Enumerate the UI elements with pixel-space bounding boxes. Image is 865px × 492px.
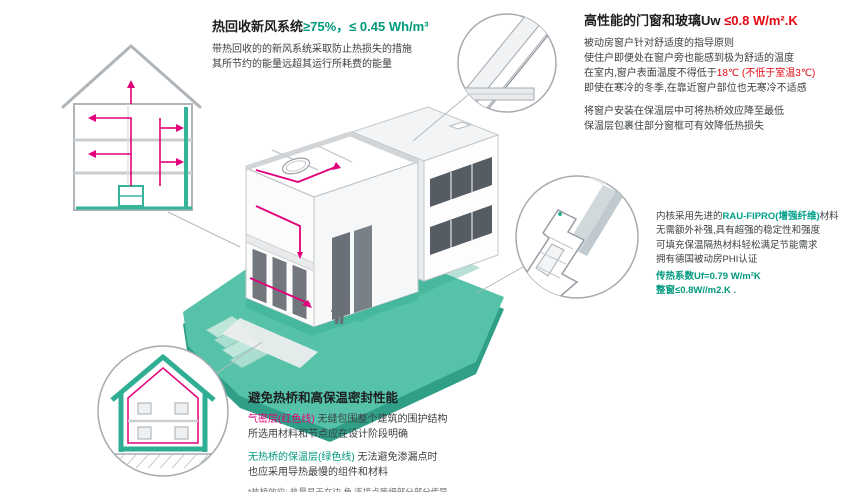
profile-block: 内核采用先进的RAU-FIPRO(增强纤维)材料 无需额外补强,具有超强的稳定性… bbox=[656, 210, 839, 299]
leader-lines bbox=[167, 94, 524, 374]
house-windows bbox=[137, 402, 189, 440]
window-profile-circle bbox=[515, 175, 639, 299]
airtight-layer-label: 气密层(红色线) bbox=[248, 414, 315, 425]
thermal-line-1: 气密层(红色线) 无缝包围整个建筑的围护结构 bbox=[248, 412, 448, 427]
glass-doors bbox=[251, 247, 308, 321]
windows-title: 高性能的门窗和玻璃Uw ≤0.8 W/m².K bbox=[584, 10, 815, 29]
windows-line-1: 被动房窗户针对舒适度的指导原则 bbox=[584, 38, 734, 49]
airtight-layer-text: 无缝包围整个建筑的围护结构 bbox=[314, 414, 448, 425]
main-house-illustration bbox=[244, 106, 500, 337]
airflow-ducts-red bbox=[96, 86, 176, 186]
windows-temp-value: 18℃ bbox=[716, 68, 740, 79]
profile-line-3: 可填充保温隔热材料轻松满足节能需求 bbox=[656, 239, 818, 251]
heat-recovery-body: 带热回收的的新风系统采取防止热损失的措施 其所节约的能量远超其运行所耗费的能量 bbox=[212, 42, 429, 72]
thermal-bridge-block: 避免热桥和高保温密封性能 气密层(红色线) 无缝包围整个建筑的围护结构 所选用材… bbox=[248, 387, 448, 492]
spacer bbox=[248, 442, 448, 450]
heat-recovery-block: 热回收新风系统≥75%，≤ 0.45 Wh/m³ 带热回收的的新风系统采取防止热… bbox=[212, 16, 429, 72]
thermal-line-4: 也应采用导热最慢的组件和材料 bbox=[248, 467, 388, 478]
window-bands bbox=[430, 157, 492, 255]
insulation-layer-label: 无热桥的保温层(绿色线) bbox=[248, 452, 355, 463]
heat-recovery-title: 热回收新风系统≥75%，≤ 0.45 Wh/m³ bbox=[212, 16, 429, 35]
windows-line-6: 保温层包裹住部分窗框可有效降低热损失 bbox=[584, 121, 764, 132]
windows-body: 被动房窗户针对舒适度的指导原则 使住户即便处在窗户旁也能感到极为舒适的温度 在室… bbox=[584, 36, 815, 134]
profile-whole-window-value: 整窗≤0.8W//m2.K . bbox=[656, 285, 737, 297]
window-corner-detail-circle bbox=[457, 13, 557, 113]
thermal-line-3: 无热桥的保温层(绿色线) 无法避免渗漏点时 bbox=[248, 450, 448, 465]
section-house bbox=[61, 43, 202, 211]
windows-line-3: 在室内,窗户表面温度不得低于18℃ (不低于室温3℃) bbox=[584, 66, 815, 81]
heat-recovery-title-text: 热回收新风系统 bbox=[212, 19, 304, 34]
windows-line-5: 将窗户安装在保温层中可将热桥效应降至最低 bbox=[584, 106, 784, 117]
heat-recovery-title-value: ≥75%，≤ 0.45 Wh/m³ bbox=[303, 19, 429, 34]
duct-arrows bbox=[297, 162, 341, 308]
ventilation-ducts bbox=[249, 165, 339, 305]
insulation-layer-green bbox=[110, 354, 216, 452]
windows-temp-pre: 在室内,窗户表面温度不得低于 bbox=[584, 68, 717, 79]
windows-block: 高性能的门窗和玻璃Uw ≤0.8 W/m².K 被动房窗户针对舒适度的指导原则 … bbox=[584, 10, 815, 134]
bathtub bbox=[281, 157, 311, 175]
thermal-footnote: *热桥效应: 热量易于在边,角,连接点等细部分部分传导 bbox=[248, 487, 448, 492]
person-figure bbox=[331, 289, 347, 324]
airflow-arrows bbox=[88, 80, 184, 166]
house-cutaway-wing bbox=[244, 131, 420, 337]
profile-core-post: 材料 bbox=[819, 211, 839, 222]
heat-recovery-line-1: 带热回收的的新风系统采取防止热损失的措施 bbox=[212, 44, 412, 55]
windows-temp-note: (不低于室温3℃) bbox=[741, 68, 816, 79]
terrace bbox=[222, 318, 318, 368]
profile-u-value: 传热系数Uf=0.79 W/m²K bbox=[656, 271, 761, 282]
insulation-layer-text: 无法避免渗漏点时 bbox=[354, 452, 438, 463]
windows-line-4: 即使在寒冷的冬季,在靠近窗户部位也无寒冷不适感 bbox=[584, 83, 807, 94]
profile-core-pre: 内核采用先进的 bbox=[656, 211, 723, 222]
spacer bbox=[584, 96, 815, 104]
thermal-title: 避免热桥和高保温密封性能 bbox=[248, 391, 399, 405]
insulated-house-circle bbox=[97, 345, 229, 477]
profile-line-4: 拥有德国被动房PHI认证 bbox=[656, 253, 758, 265]
heat-recovery-line-2: 其所节约的能量远超其运行所耗费的能量 bbox=[212, 59, 392, 70]
profile-line-2: 无需额外补强,具有超强的稳定性和强度 bbox=[656, 225, 821, 237]
windows-line-2: 使住户即便处在窗户旁也能感到极为舒适的温度 bbox=[584, 53, 794, 64]
windows-title-text: 高性能的门窗和玻璃Uw bbox=[584, 13, 725, 28]
thermal-line-2: 所选用材料和节点应在设计阶段明确 bbox=[248, 429, 408, 440]
windows-title-value: ≤0.8 W/m².K bbox=[724, 13, 798, 28]
rooftop-unit bbox=[448, 121, 472, 130]
profile-brand-name: RAU-FIPRO(增强纤维) bbox=[722, 211, 820, 222]
profile-line-1: 内核采用先进的RAU-FIPRO(增强纤维)材料 bbox=[656, 210, 839, 224]
